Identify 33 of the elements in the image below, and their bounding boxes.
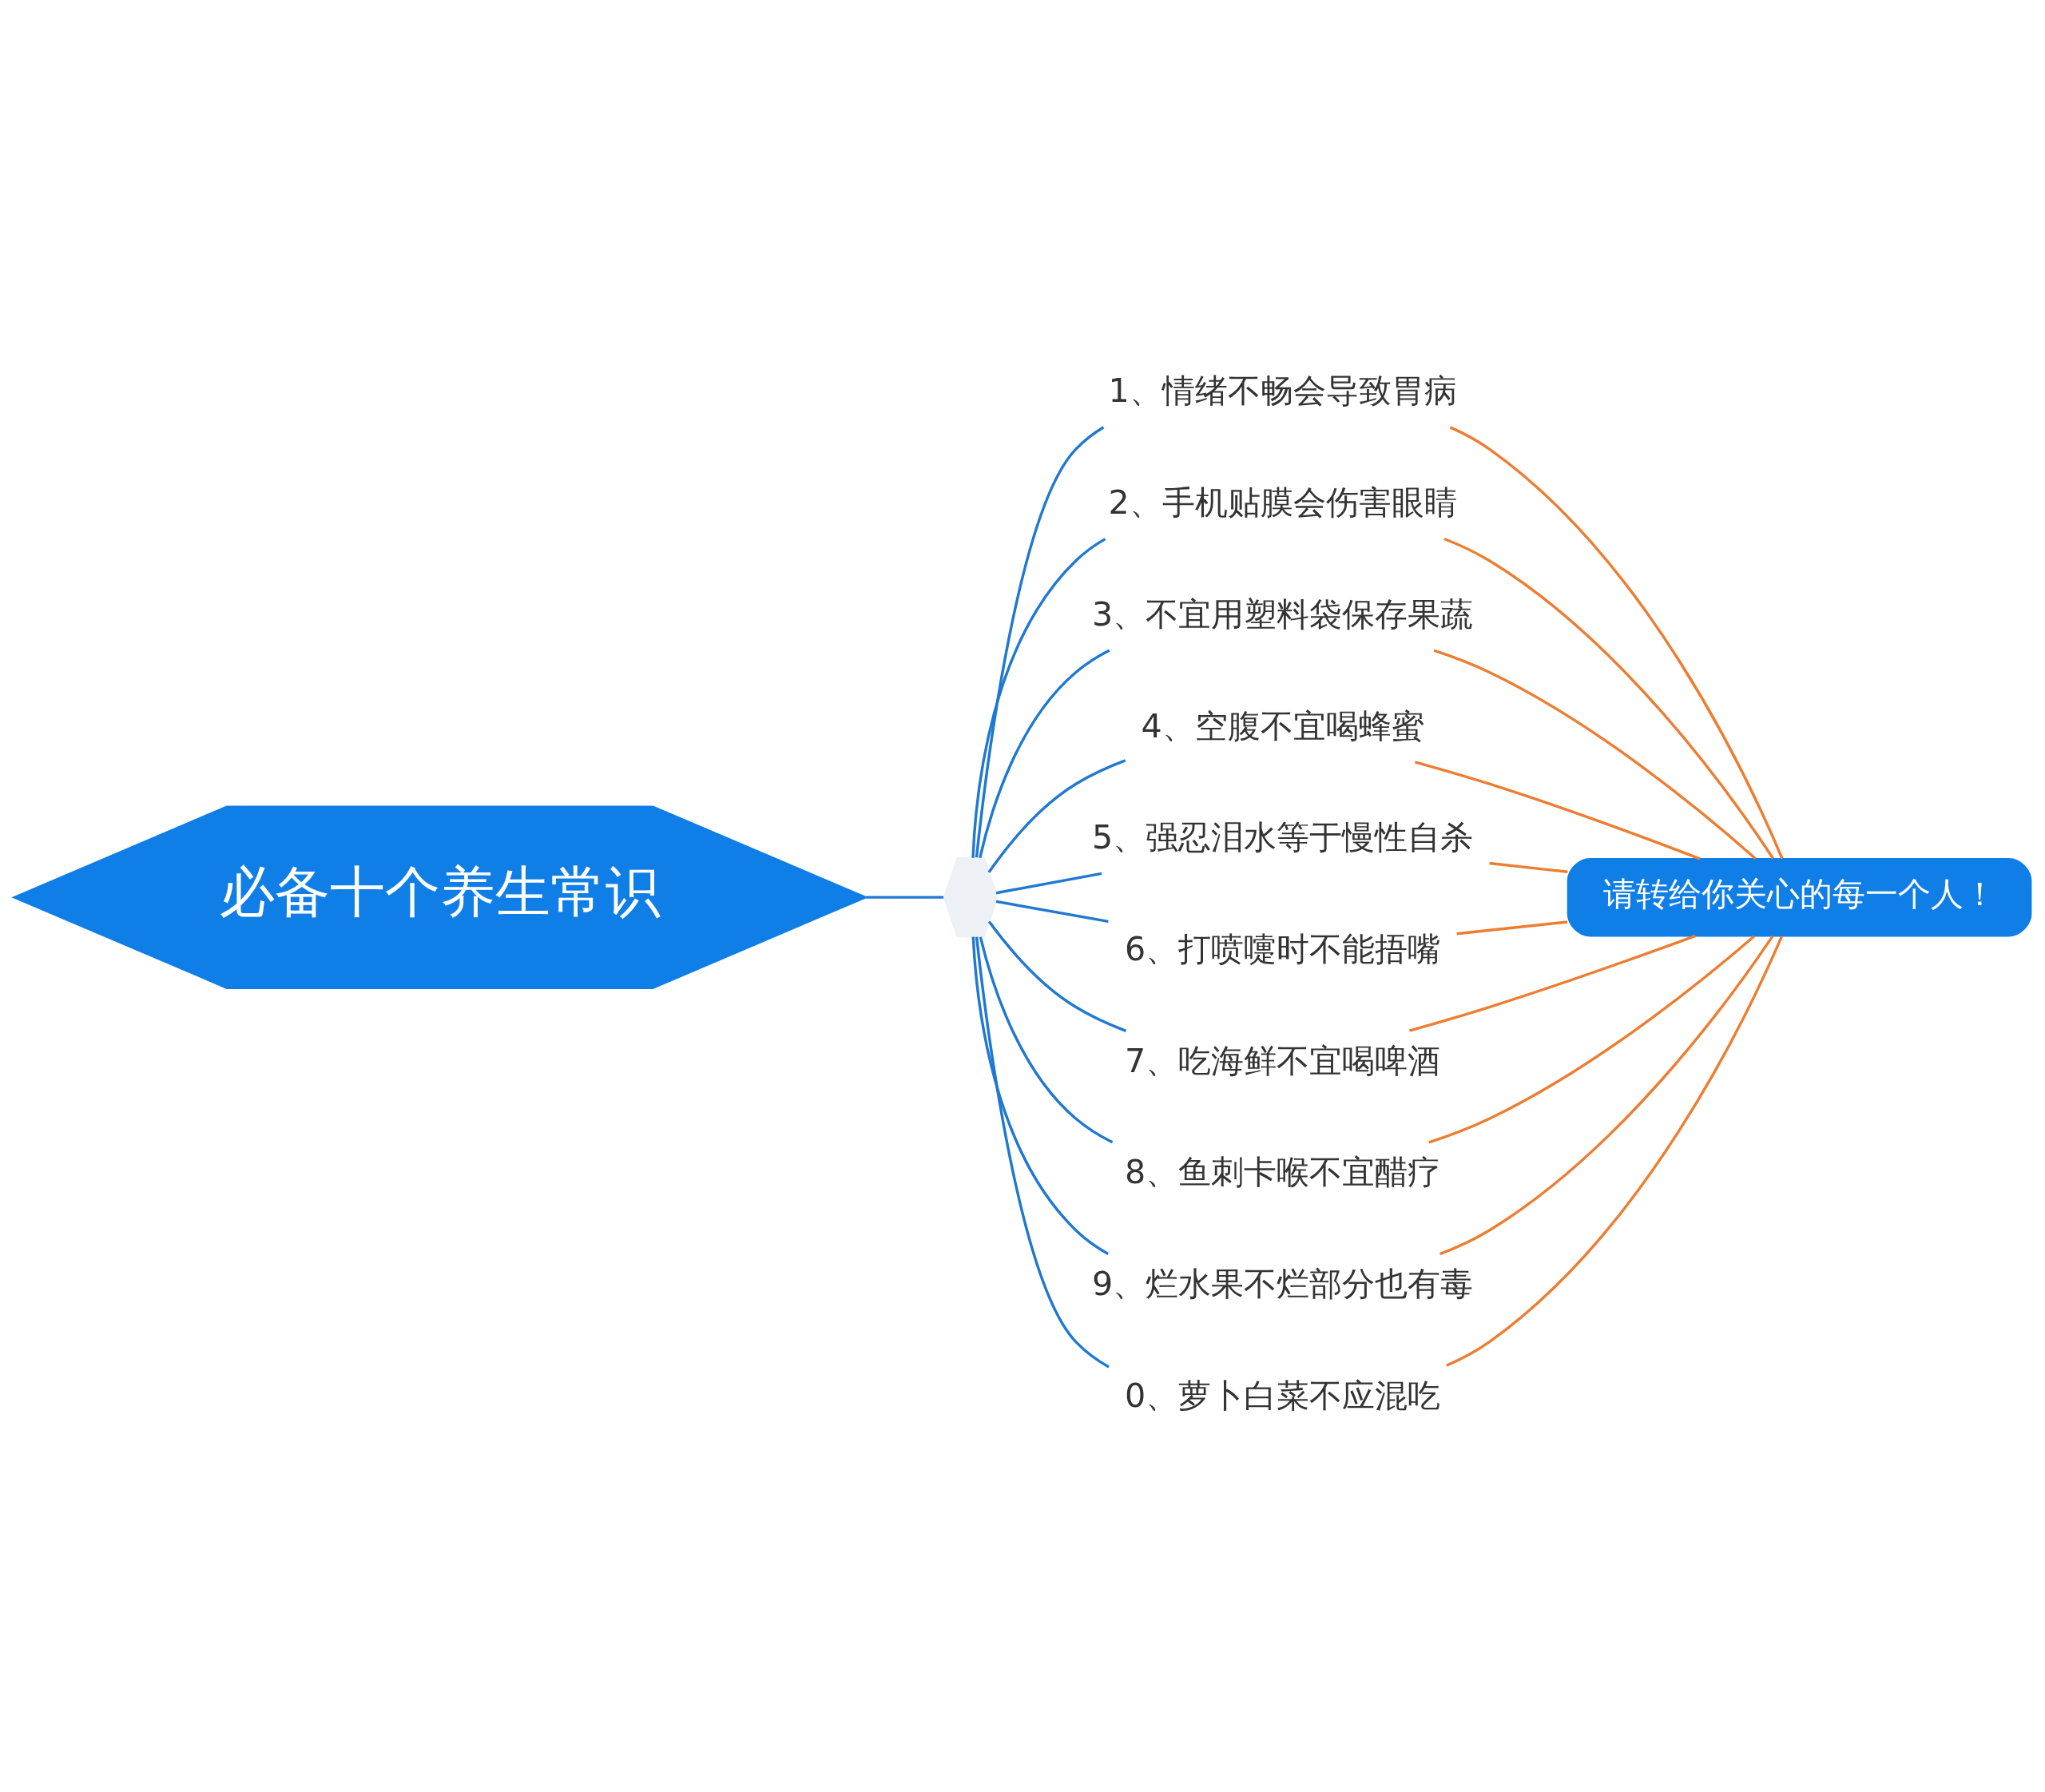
connector [1428,934,1756,1143]
node-text: 1、情绪不畅会导致胃病 [1108,371,1457,410]
node-text: 6、打喷嚏时不能捂嘴 [1125,929,1441,968]
connector [971,936,1109,1255]
connector [975,936,1110,1369]
node-text: 3、不宜用塑料袋保存果蔬 [1092,594,1474,634]
node-text: 0、萝卜白菜不应混吃 [1125,1376,1441,1415]
node-text: 7、吃海鲜不宜喝啤酒 [1125,1041,1441,1080]
connector [1443,537,1775,859]
connector [971,537,1106,858]
connector [995,872,1102,894]
connector [1414,760,1701,860]
connector [1409,934,1697,1032]
connector [987,920,1127,1032]
connector [1456,920,1568,935]
node-box: 请转给你关心的每一个人！ [1567,857,2032,936]
connector [995,900,1109,923]
node-text: 5、强忍泪水等于慢性自杀 [1092,817,1474,856]
connector [1446,935,1784,1367]
connector [1433,649,1757,860]
node-text: 9、烂水果不烂部分也有毒 [1092,1264,1474,1303]
connector [979,649,1110,858]
connector [975,425,1105,857]
connector [979,936,1114,1143]
node-text: 4、空腹不宜喝蜂蜜 [1141,706,1424,745]
connector [1439,935,1774,1255]
node-text: 2、手机贴膜会伤害眼睛 [1108,483,1457,522]
connector [1489,861,1568,873]
connector [866,895,944,899]
connector [987,758,1126,873]
node-text: 8、鱼刺卡喉不宜醋疗 [1125,1152,1441,1191]
connector [1449,425,1784,859]
node-hexagon [943,856,999,938]
